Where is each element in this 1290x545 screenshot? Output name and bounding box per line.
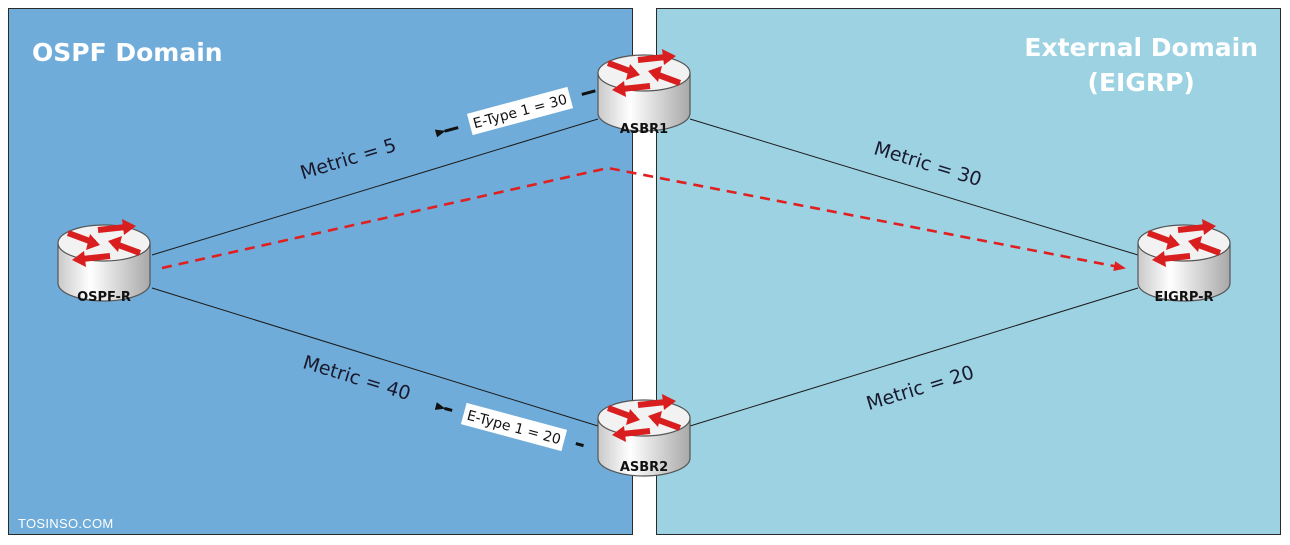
metric-label-ospf-asbr2-group: Metric = 40 [300,351,413,405]
router-asbr1[interactable]: ASBR1 [598,49,690,137]
metric-label-asbr1-eigrp-group: Metric = 30 [871,137,984,191]
external-domain-title: External Domain (EIGRP) [1024,30,1258,100]
link-asbr2-eigrp [689,287,1139,427]
metric-label-asbr2-eigrp: Metric = 20 [864,361,977,415]
external-domain-title-line2: (EIGRP) [1087,68,1195,97]
metric-label-ospf-asbr1: Metric = 5 [298,134,399,184]
router-icon [1138,219,1230,301]
router-asbr2[interactable]: ASBR2 [598,394,690,476]
router-label-asbr2: ASBR2 [620,460,668,475]
router-label-asbr1: ASBR1 [620,122,668,137]
link-ospf-asbr1 [151,118,599,256]
link-ospf-asbr2 [151,287,599,427]
best-path-arrow [161,166,1126,272]
watermark: TOSINSO.COM [18,516,114,531]
router-icon [598,49,690,131]
lsa-label-asbr1: E-Type 1 = 30 [434,86,596,138]
ospf-domain-title: OSPF Domain [32,38,223,67]
router-eigrp-r[interactable]: EIGRP-R [1138,219,1230,305]
router-ospf-r[interactable]: OSPF-R [58,219,150,305]
metric-label-ospf-asbr2: Metric = 40 [300,351,413,405]
router-icon [58,219,150,301]
metric-label-asbr2-eigrp-group: Metric = 20 [864,361,977,415]
metric-label-asbr1-eigrp: Metric = 30 [871,137,984,191]
lsa-label-asbr2: E-Type 1 = 20 [434,402,584,452]
router-label-eigrp-r: EIGRP-R [1154,290,1213,305]
link-asbr1-eigrp [689,118,1139,256]
external-domain-title-line1: External Domain [1024,33,1258,62]
metric-label-ospf-asbr1-group: Metric = 5 [298,134,399,184]
router-label-ospf-r: OSPF-R [77,290,131,305]
